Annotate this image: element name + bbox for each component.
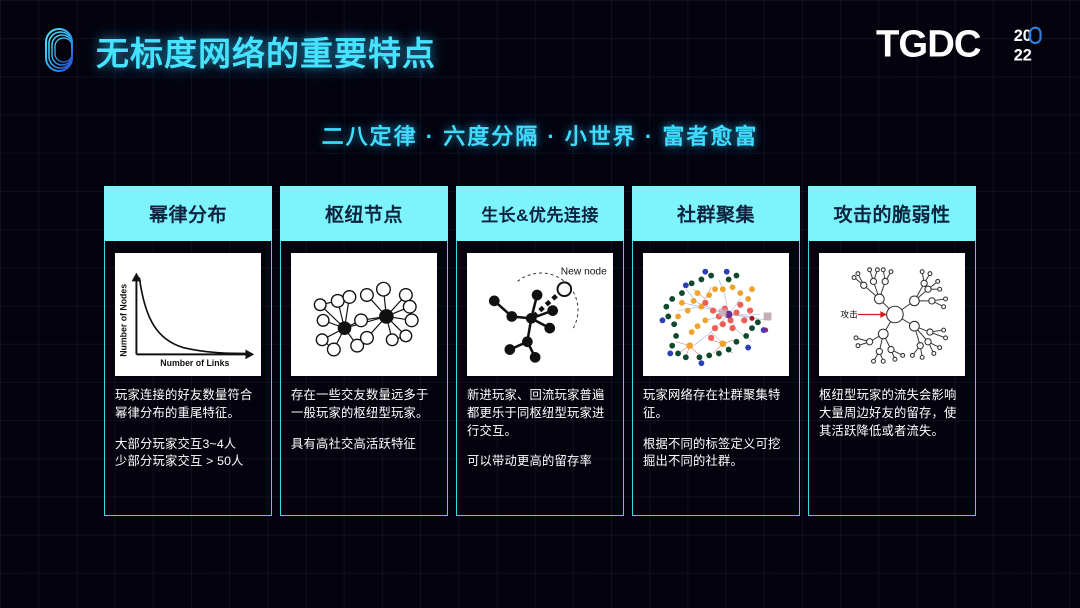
- card-power-law[interactable]: 幂律分布 Number of Nodes Number of Links 玩家连…: [104, 186, 272, 516]
- attack-label: 攻击: [840, 308, 858, 319]
- card-paragraph: 可以带动更高的留存率: [467, 454, 592, 469]
- slide-header: 无标度网络的重要特点 TGDC 20 22: [0, 0, 1080, 92]
- card-paragraph: 新进玩家、回流玩家普遍都更乐于同枢纽型玩家进行交互。: [467, 388, 605, 438]
- community-cluster-graph: [643, 253, 789, 376]
- card-paragraph: 玩家网络存在社群聚集特征。: [643, 388, 781, 420]
- year-bottom: 22: [1014, 46, 1032, 64]
- card-paragraph: 具有高社交高活跃特征: [291, 436, 416, 451]
- new-node-label: New node: [561, 267, 607, 278]
- card-title-community-clustering: 社群聚集: [632, 186, 800, 241]
- year-top: 20: [1014, 27, 1032, 45]
- card-hub-nodes[interactable]: 枢纽节点: [280, 186, 448, 516]
- year-capsule-icon: [1029, 26, 1042, 45]
- preferential-attachment-diagram: New node: [467, 253, 613, 376]
- card-community-clustering[interactable]: 社群聚集: [632, 186, 800, 516]
- card-paragraph: 根据不同的标签定义可挖掘出不同的社群。: [643, 436, 781, 469]
- card-title-power-law: 幂律分布: [104, 186, 272, 241]
- card-paragraph: 玩家连接的好友数量符合幂律分布的重尾特征。: [115, 388, 253, 420]
- card-body-attack-vulnerability: 攻击 枢纽型玩家的流失会影响大量周边好友的留存，使其活跃降低或者流失。: [808, 241, 976, 516]
- x-axis-label: Number of Links: [160, 358, 229, 368]
- slide-subtitle: 二八定律 · 六度分隔 · 小世界 · 富者愈富: [321, 124, 759, 149]
- tgdc-wordmark: TGDC: [876, 22, 981, 65]
- card-body-preferential-attachment: New node 新进玩家、回流玩家普遍都更乐于同枢纽型玩家进行交互。 可以带动…: [456, 241, 624, 516]
- card-body-power-law: Number of Nodes Number of Links 玩家连接的好友数…: [104, 241, 272, 516]
- card-attack-vulnerability[interactable]: 攻击的脆弱性: [808, 186, 976, 516]
- card-body-community-clustering: 玩家网络存在社群聚集特征。 根据不同的标签定义可挖掘出不同的社群。: [632, 241, 800, 516]
- power-law-curve-chart: Number of Nodes Number of Links: [115, 253, 261, 376]
- attack-vulnerability-tree: 攻击: [819, 253, 965, 376]
- page-title: 无标度网络的重要特点: [96, 35, 436, 72]
- card-title-attack-vulnerability: 攻击的脆弱性: [808, 186, 976, 241]
- card-paragraph: 枢纽型玩家的流失会影响大量周边好友的留存，使其活跃降低或者流失。: [819, 388, 957, 438]
- card-title-hub-nodes: 枢纽节点: [280, 186, 448, 241]
- hub-network-diagram: [291, 253, 437, 376]
- tgdc-logo: TGDC 20 22: [876, 22, 1042, 65]
- card-body-hub-nodes: 存在一些交友数量远多于一般玩家的枢纽型玩家。 具有高社交高活跃特征: [280, 241, 448, 516]
- feature-card-row: 幂律分布 Number of Nodes Number of Links 玩家连…: [104, 186, 976, 516]
- y-axis-label: Number of Nodes: [119, 284, 129, 357]
- card-preferential-attachment[interactable]: 生长&优先连接: [456, 186, 624, 516]
- card-title-preferential-attachment: 生长&优先连接: [456, 186, 624, 241]
- card-paragraph: 存在一些交友数量远多于一般玩家的枢纽型玩家。: [291, 388, 429, 420]
- capsule-rings-icon: [40, 25, 82, 75]
- card-paragraph: 大部分玩家交互3~4人 少部分玩家交互 > 50人: [115, 436, 244, 469]
